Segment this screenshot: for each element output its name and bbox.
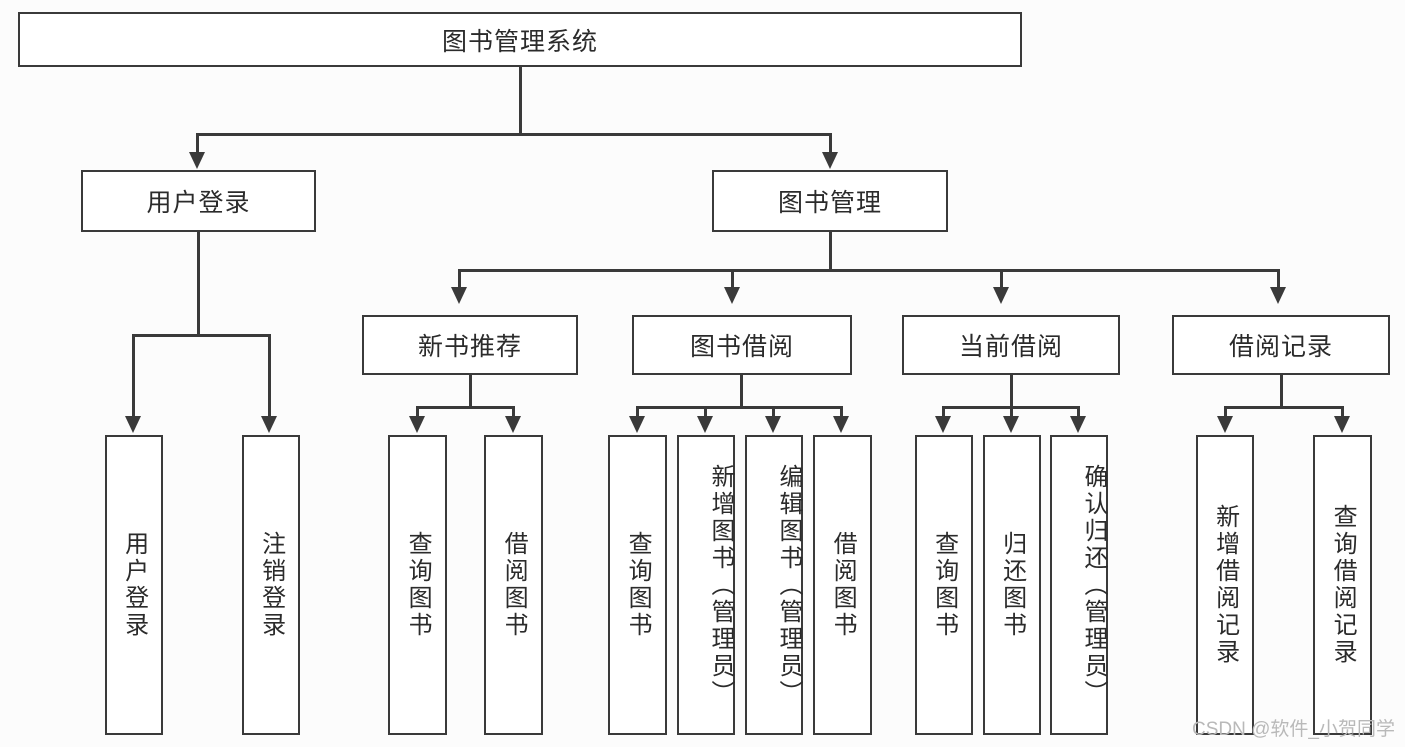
leaf-confirm-return-admin[interactable]: 确认归还（管理员） [1050, 435, 1108, 735]
edge-book-borrow-drop-2 [704, 406, 707, 418]
leaf-borrow-book[interactable]: 借阅图书 [813, 435, 872, 735]
arrow-current-borrow [993, 287, 1009, 304]
edge-current-borrow-drop-3 [1077, 406, 1080, 418]
leaf-logout[interactable]: 注销登录 [242, 435, 300, 735]
node-root[interactable]: 图书管理系统 [18, 12, 1022, 67]
arrow-new-book-rec [451, 287, 467, 304]
edge-borrow-record-drop-1 [1224, 406, 1227, 418]
arrow-leaf-logout [261, 416, 277, 433]
leaf-label: 归还图书 [998, 531, 1026, 639]
leaf-label: 查询借阅记录 [1329, 504, 1357, 666]
leaf-label: 新增借阅记录 [1211, 504, 1239, 666]
leaf-label: 查询图书 [930, 531, 958, 639]
leaf-query-book-rec[interactable]: 查询图书 [388, 435, 447, 735]
leaf-add-book-admin[interactable]: 新增图书（管理员） [677, 435, 735, 735]
edge-book-mgmt-bus [458, 269, 1280, 272]
edge-book-borrow-drop-1 [636, 406, 639, 418]
leaf-user-login[interactable]: 用户登录 [105, 435, 163, 735]
edge-user-login-bus [132, 334, 268, 337]
edge-book-borrow-drop-3 [772, 406, 775, 418]
leaf-return-book[interactable]: 归还图书 [983, 435, 1041, 735]
arrow-book-mgmt [822, 152, 838, 169]
leaf-query-book-current[interactable]: 查询图书 [915, 435, 973, 735]
arrow-leaf-borrow-book-1 [505, 416, 521, 433]
arrow-book-borrow [724, 287, 740, 304]
leaf-label: 编辑图书（管理员） [775, 463, 802, 707]
edge-borrow-record-drop-2 [1341, 406, 1344, 418]
edge-to-user-login [196, 133, 199, 155]
arrow-leaf-query-book-2 [629, 416, 645, 433]
node-book-management[interactable]: 图书管理 [712, 170, 948, 232]
edge-book-borrow-bus [636, 406, 842, 409]
edge-current-borrow-drop-2 [1010, 406, 1013, 418]
leaf-label: 查询图书 [624, 531, 652, 639]
edge-user-login-stem [197, 232, 200, 337]
edge-book-mgmt-drop-3 [1000, 269, 1003, 289]
node-current-borrow-label: 当前借阅 [958, 333, 1063, 361]
edge-to-book-mgmt [829, 133, 832, 155]
arrow-leaf-user-login [125, 416, 141, 433]
arrow-leaf-query-book-1 [409, 416, 425, 433]
node-user-login[interactable]: 用户登录 [81, 170, 316, 232]
node-book-borrow-label: 图书借阅 [689, 333, 794, 361]
leaf-add-borrow-record[interactable]: 新增借阅记录 [1196, 435, 1254, 735]
arrow-leaf-confirm-return [1070, 416, 1086, 433]
edge-book-mgmt-drop-1 [458, 269, 461, 289]
edge-borrow-record-stem [1280, 375, 1283, 409]
leaf-label: 查询图书 [404, 531, 432, 639]
edge-current-borrow-stem [1010, 375, 1013, 409]
edge-root-stem [519, 67, 522, 135]
node-borrow-record[interactable]: 借阅记录 [1172, 315, 1390, 375]
edge-root-bus [196, 133, 832, 136]
arrow-leaf-edit-book [765, 416, 781, 433]
arrow-leaf-return-book [1003, 416, 1019, 433]
node-borrow-record-label: 借阅记录 [1228, 333, 1333, 361]
arrow-leaf-borrow-book-2 [833, 416, 849, 433]
leaf-label: 注销登录 [257, 531, 285, 639]
leaf-edit-book-admin[interactable]: 编辑图书（管理员） [745, 435, 803, 735]
node-user-login-label: 用户登录 [146, 189, 251, 217]
edge-book-mgmt-drop-4 [1277, 269, 1280, 289]
arrow-leaf-query-record [1334, 416, 1350, 433]
leaf-label: 新增图书（管理员） [707, 463, 734, 707]
edge-new-book-rec-stem [469, 375, 472, 409]
node-root-label: 图书管理系统 [441, 27, 598, 56]
edge-user-login-drop-2 [268, 334, 271, 418]
edge-borrow-record-bus [1224, 406, 1343, 409]
node-new-book-recommend[interactable]: 新书推荐 [362, 315, 578, 375]
leaf-query-book-borrow[interactable]: 查询图书 [608, 435, 667, 735]
arrow-leaf-add-record [1217, 416, 1233, 433]
edge-book-mgmt-drop-2 [731, 269, 734, 289]
arrow-borrow-record [1270, 287, 1286, 304]
arrow-leaf-add-book [697, 416, 713, 433]
leaf-label: 借阅图书 [500, 531, 528, 639]
edge-user-login-drop-1 [132, 334, 135, 418]
node-book-management-label: 图书管理 [777, 189, 882, 217]
edge-book-mgmt-stem [829, 232, 832, 272]
leaf-label: 用户登录 [120, 531, 148, 639]
edge-book-borrow-drop-4 [840, 406, 843, 418]
node-current-borrow[interactable]: 当前借阅 [902, 315, 1120, 375]
csdn-watermark: CSDN @软件_小贺同学 [1192, 719, 1395, 740]
node-book-borrow[interactable]: 图书借阅 [632, 315, 852, 375]
edge-new-book-rec-drop-2 [512, 406, 515, 418]
leaf-label: 借阅图书 [829, 531, 857, 639]
edge-new-book-rec-bus [416, 406, 514, 409]
arrow-leaf-query-book-3 [935, 416, 951, 433]
leaf-borrow-book-rec[interactable]: 借阅图书 [484, 435, 543, 735]
leaf-query-borrow-record[interactable]: 查询借阅记录 [1313, 435, 1372, 735]
edge-current-borrow-drop-1 [942, 406, 945, 418]
edge-book-borrow-stem [740, 375, 743, 409]
leaf-label: 确认归还（管理员） [1080, 463, 1107, 707]
node-new-book-recommend-label: 新书推荐 [417, 333, 522, 361]
edge-new-book-rec-drop-1 [416, 406, 419, 418]
arrow-user-login [189, 152, 205, 169]
